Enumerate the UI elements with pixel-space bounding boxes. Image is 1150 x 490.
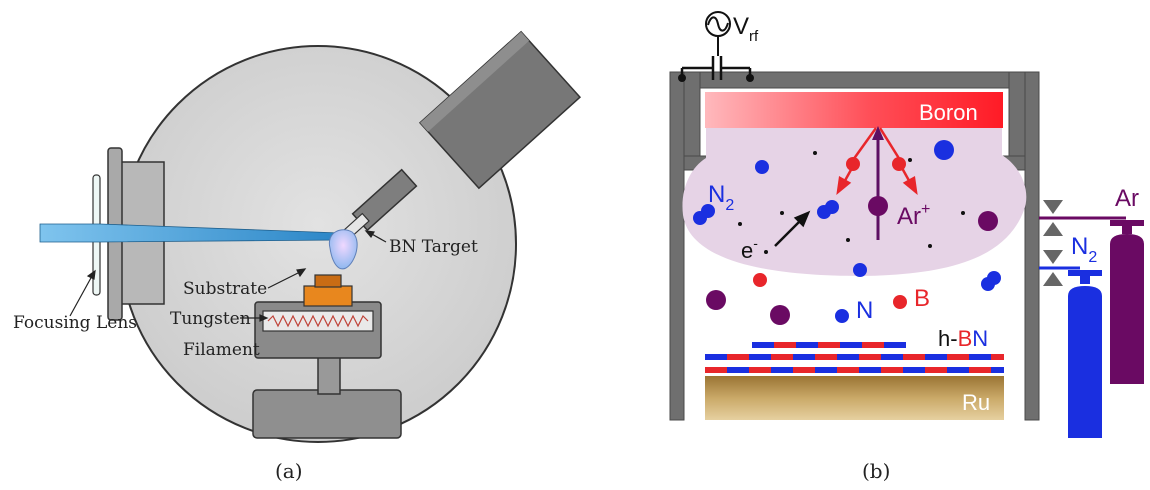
- plasma-plume: [328, 229, 358, 270]
- focusing-lens-label: Focusing Lens: [13, 313, 137, 333]
- n-atom-label: N: [856, 297, 873, 324]
- red-boron-atom: [892, 157, 906, 171]
- hbn-label: h-BN: [938, 326, 988, 351]
- purple-argon-atom: [978, 211, 998, 231]
- n2-tank-label: N2: [1071, 233, 1097, 266]
- gas-lines: [1039, 200, 1126, 286]
- purple-argon-atom: [770, 305, 790, 325]
- blue-nitrogen-atom: [987, 271, 1001, 285]
- panel-b: Boron Vrf: [669, 11, 1144, 483]
- purple-argon-atom: [706, 290, 726, 310]
- electron-arrow: [774, 210, 811, 247]
- panel-a-caption: (a): [275, 459, 303, 483]
- boron-label: Boron: [919, 100, 978, 125]
- substrate-block: [303, 274, 353, 307]
- electron-label: e-: [741, 235, 758, 263]
- substrate-stage: [252, 301, 402, 439]
- blue-nitrogen-atom: [755, 160, 769, 174]
- b-atom-label: B: [914, 285, 930, 312]
- panel-b-caption: (b): [862, 459, 890, 483]
- sputter-arrows: [836, 127, 918, 195]
- ru-label: Ru: [962, 390, 990, 415]
- red-boron-atom: [893, 295, 907, 309]
- electrons: [738, 151, 965, 254]
- nitrogen-valve-icon: [1043, 250, 1063, 286]
- boron-target: [705, 92, 1003, 128]
- red-boron-atom: [846, 157, 860, 171]
- blue-nitrogen-atom: [934, 140, 954, 160]
- ru-substrate: [705, 376, 1004, 420]
- hbn-layers: [705, 342, 1004, 373]
- substrate-label: Substrate: [183, 279, 267, 299]
- blue-nitrogen-atom: [835, 309, 849, 323]
- argon-tank: [1110, 220, 1144, 384]
- panel-a: BN Target Substrate Tungsten Filament Fo…: [13, 30, 582, 483]
- blue-nitrogen-atom: [853, 263, 867, 277]
- red-boron-atom: [753, 273, 767, 287]
- chamber-walls: [669, 71, 1040, 421]
- tungsten-label: Tungsten: [170, 309, 251, 329]
- blue-nitrogen-atom: [825, 200, 839, 214]
- vrf-label: Vrf: [733, 13, 759, 45]
- particles: [693, 140, 1001, 325]
- target-holder: [342, 30, 582, 240]
- argon-valve-icon: [1043, 200, 1063, 236]
- n2-label: N2: [708, 181, 734, 214]
- bn-target-label: BN Target: [389, 237, 478, 257]
- purple-argon-atom: [868, 196, 888, 216]
- nitrogen-tank: [1068, 270, 1102, 438]
- ar-ion-arrow: [872, 126, 884, 240]
- ar-ion-label: Ar+: [897, 201, 930, 230]
- filament-label: Filament: [183, 340, 260, 360]
- rf-supply: [678, 11, 754, 82]
- blue-nitrogen-atom: [701, 204, 715, 218]
- leader-lines: [69, 230, 387, 322]
- ar-tank-label: Ar: [1115, 185, 1139, 212]
